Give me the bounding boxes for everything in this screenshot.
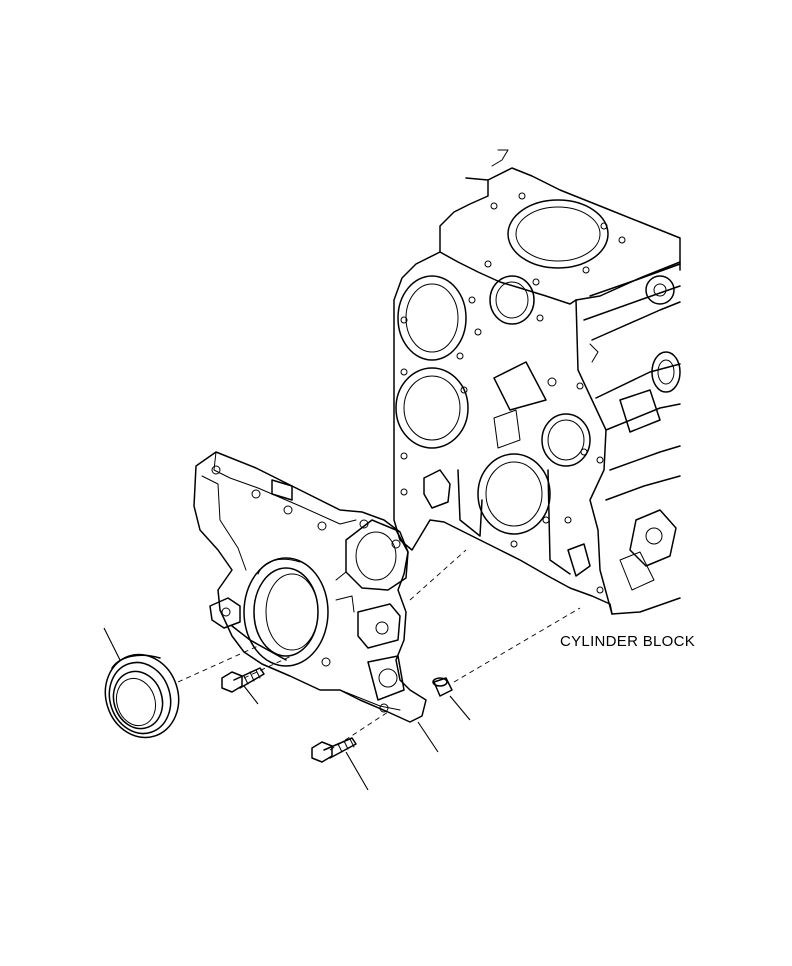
cylinder-block-label: CYLINDER BLOCK (560, 633, 696, 650)
leader-lines (103, 627, 471, 791)
oil-seal-drawing (104, 653, 180, 739)
dowel-pin-drawing (432, 677, 453, 697)
front-cover-drawing (193, 451, 427, 723)
assembly-lines (177, 549, 581, 751)
short-bolt-drawing (221, 667, 265, 693)
long-bolt-drawing (311, 737, 357, 763)
cylinder-block-drawing (393, 149, 681, 615)
